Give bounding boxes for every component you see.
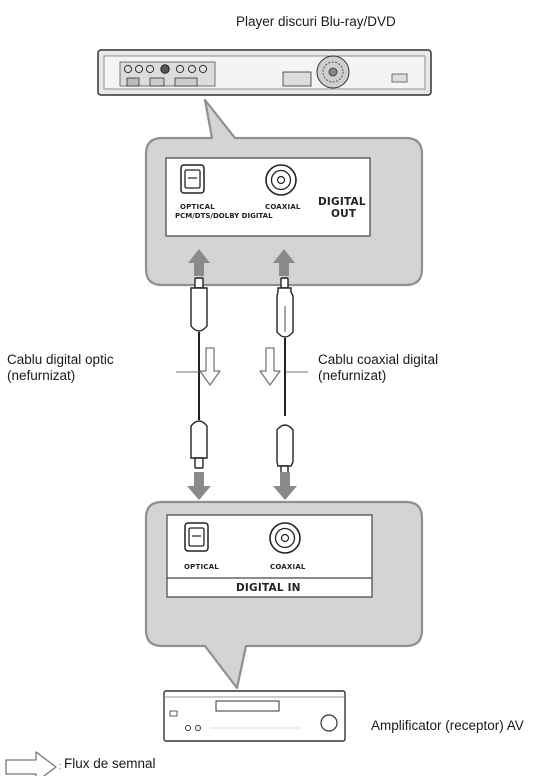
optical-in-jack (184, 522, 209, 552)
connection-arrows-in (187, 472, 297, 500)
optical-out-label: OPTICAL (180, 203, 215, 211)
signal-flow-arrow-coaxial (259, 347, 281, 386)
svg-text::: : (59, 761, 62, 771)
digital-out-label-line1: DIGITAL (318, 196, 366, 208)
amplifier-title: Amplificator (receptor) AV (371, 718, 524, 733)
coaxial-cable (276, 277, 294, 475)
coaxial-cable-label-line2: (nefurnizat) (318, 368, 387, 383)
optical-cable-label-line2: (nefurnizat) (7, 368, 76, 383)
format-label: PCM/DTS/DOLBY DIGITAL (175, 212, 273, 220)
digital-out-label-line2: OUT (331, 208, 357, 220)
optical-in-label: OPTICAL (184, 563, 219, 571)
connection-arrows-out (188, 249, 295, 276)
coaxial-in-jack (269, 522, 301, 554)
coaxial-out-label: COAXIAL (265, 203, 301, 211)
av-amplifier (163, 690, 346, 742)
digital-in-label: DIGITAL IN (236, 582, 301, 594)
coaxial-cable-label-line1: Cablu coaxial digital (318, 352, 439, 367)
coaxial-out-jack (265, 164, 297, 196)
legend-signal-flow-label: Flux de semnal (64, 756, 156, 771)
bluray-player-rear-panel (97, 49, 432, 96)
player-title: Player discuri Blu-ray/DVD (236, 14, 396, 29)
legend-signal-flow-arrow (5, 751, 57, 776)
coaxial-in-label: COAXIAL (270, 563, 306, 571)
optical-cable-label-line1: Cablu digital optic (7, 352, 114, 367)
signal-flow-arrow-optical (199, 347, 221, 386)
optical-cable (190, 277, 208, 469)
optical-out-jack (180, 164, 205, 194)
